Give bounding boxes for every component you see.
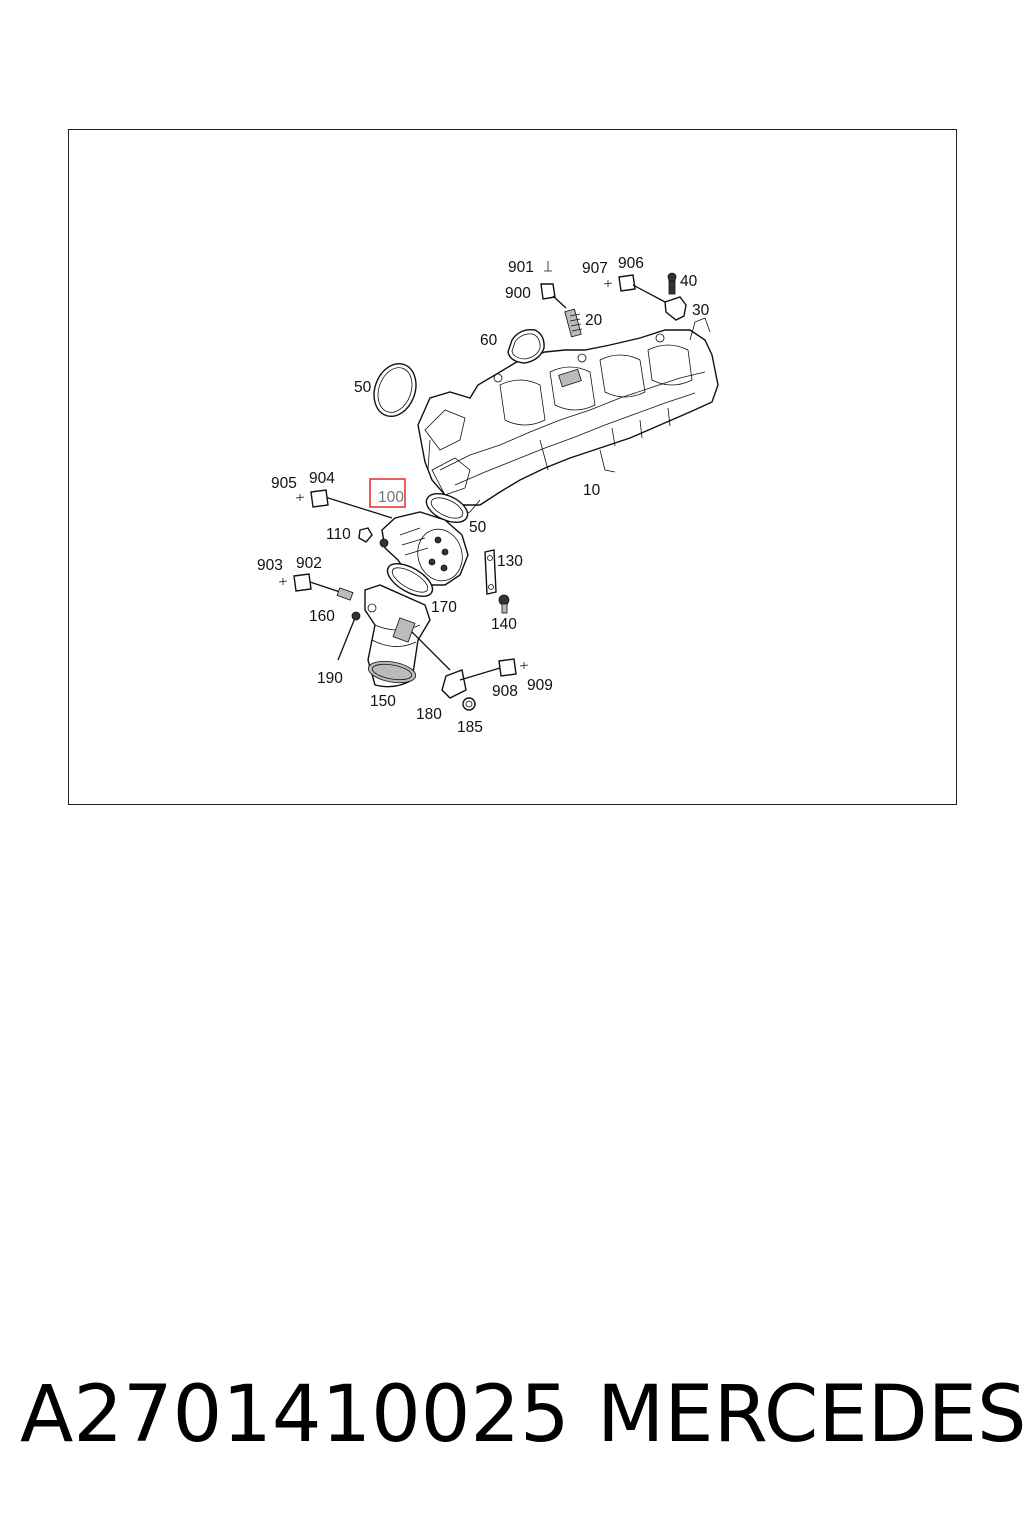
bracket-130 [484, 549, 510, 614]
callout-901: 901 [508, 259, 534, 276]
callout-903: 903 [257, 557, 283, 574]
callout-100: 100 [378, 489, 404, 506]
callout-30: 30 [692, 302, 710, 319]
part-number: A2701410025 [20, 1370, 570, 1460]
clip-110 [358, 527, 389, 548]
intake-manifold [417, 317, 719, 516]
callout-160: 160 [309, 608, 335, 625]
callout-907: 907 [582, 260, 608, 277]
callout-20: 20 [585, 312, 603, 329]
callout-60: 60 [480, 332, 498, 349]
callout-130: 130 [497, 553, 523, 570]
sensor-30 [664, 272, 687, 321]
diagram-frame [68, 129, 957, 805]
sensor-180 [411, 631, 529, 711]
callout-904: 904 [309, 470, 335, 487]
callout-10: 10 [583, 482, 601, 499]
callout-909: 909 [527, 677, 553, 694]
callout-900: 900 [505, 285, 531, 302]
callout-150: 150 [370, 693, 396, 710]
callout-140: 140 [491, 616, 517, 633]
callout-190: 190 [317, 670, 343, 687]
callout-40: 40 [680, 273, 698, 290]
footer: A2701410025 MERCEDES [0, 1370, 1024, 1470]
gasket-170 [386, 563, 434, 597]
connector-906 [603, 274, 666, 303]
connector-904 [295, 489, 329, 508]
gasket-50-upper [373, 363, 417, 417]
intake-pipe-150 [364, 584, 431, 688]
highlight-box [369, 478, 406, 508]
brand-name: MERCEDES [597, 1370, 1024, 1460]
callout-110: 110 [326, 526, 351, 543]
callout-906: 906 [618, 255, 644, 272]
callout-185: 185 [457, 719, 483, 736]
connector-900 [540, 261, 567, 309]
callout-170: 170 [431, 599, 457, 616]
callout-50-lower: 50 [469, 519, 487, 536]
callout-905: 905 [271, 475, 297, 492]
callout-50-upper: 50 [354, 379, 372, 396]
callout-908: 908 [492, 683, 518, 700]
connector-902 [278, 573, 354, 601]
sensor-20 [564, 308, 583, 338]
callout-180: 180 [416, 706, 442, 723]
callout-902: 902 [296, 555, 322, 572]
bolt-190 [337, 611, 361, 661]
